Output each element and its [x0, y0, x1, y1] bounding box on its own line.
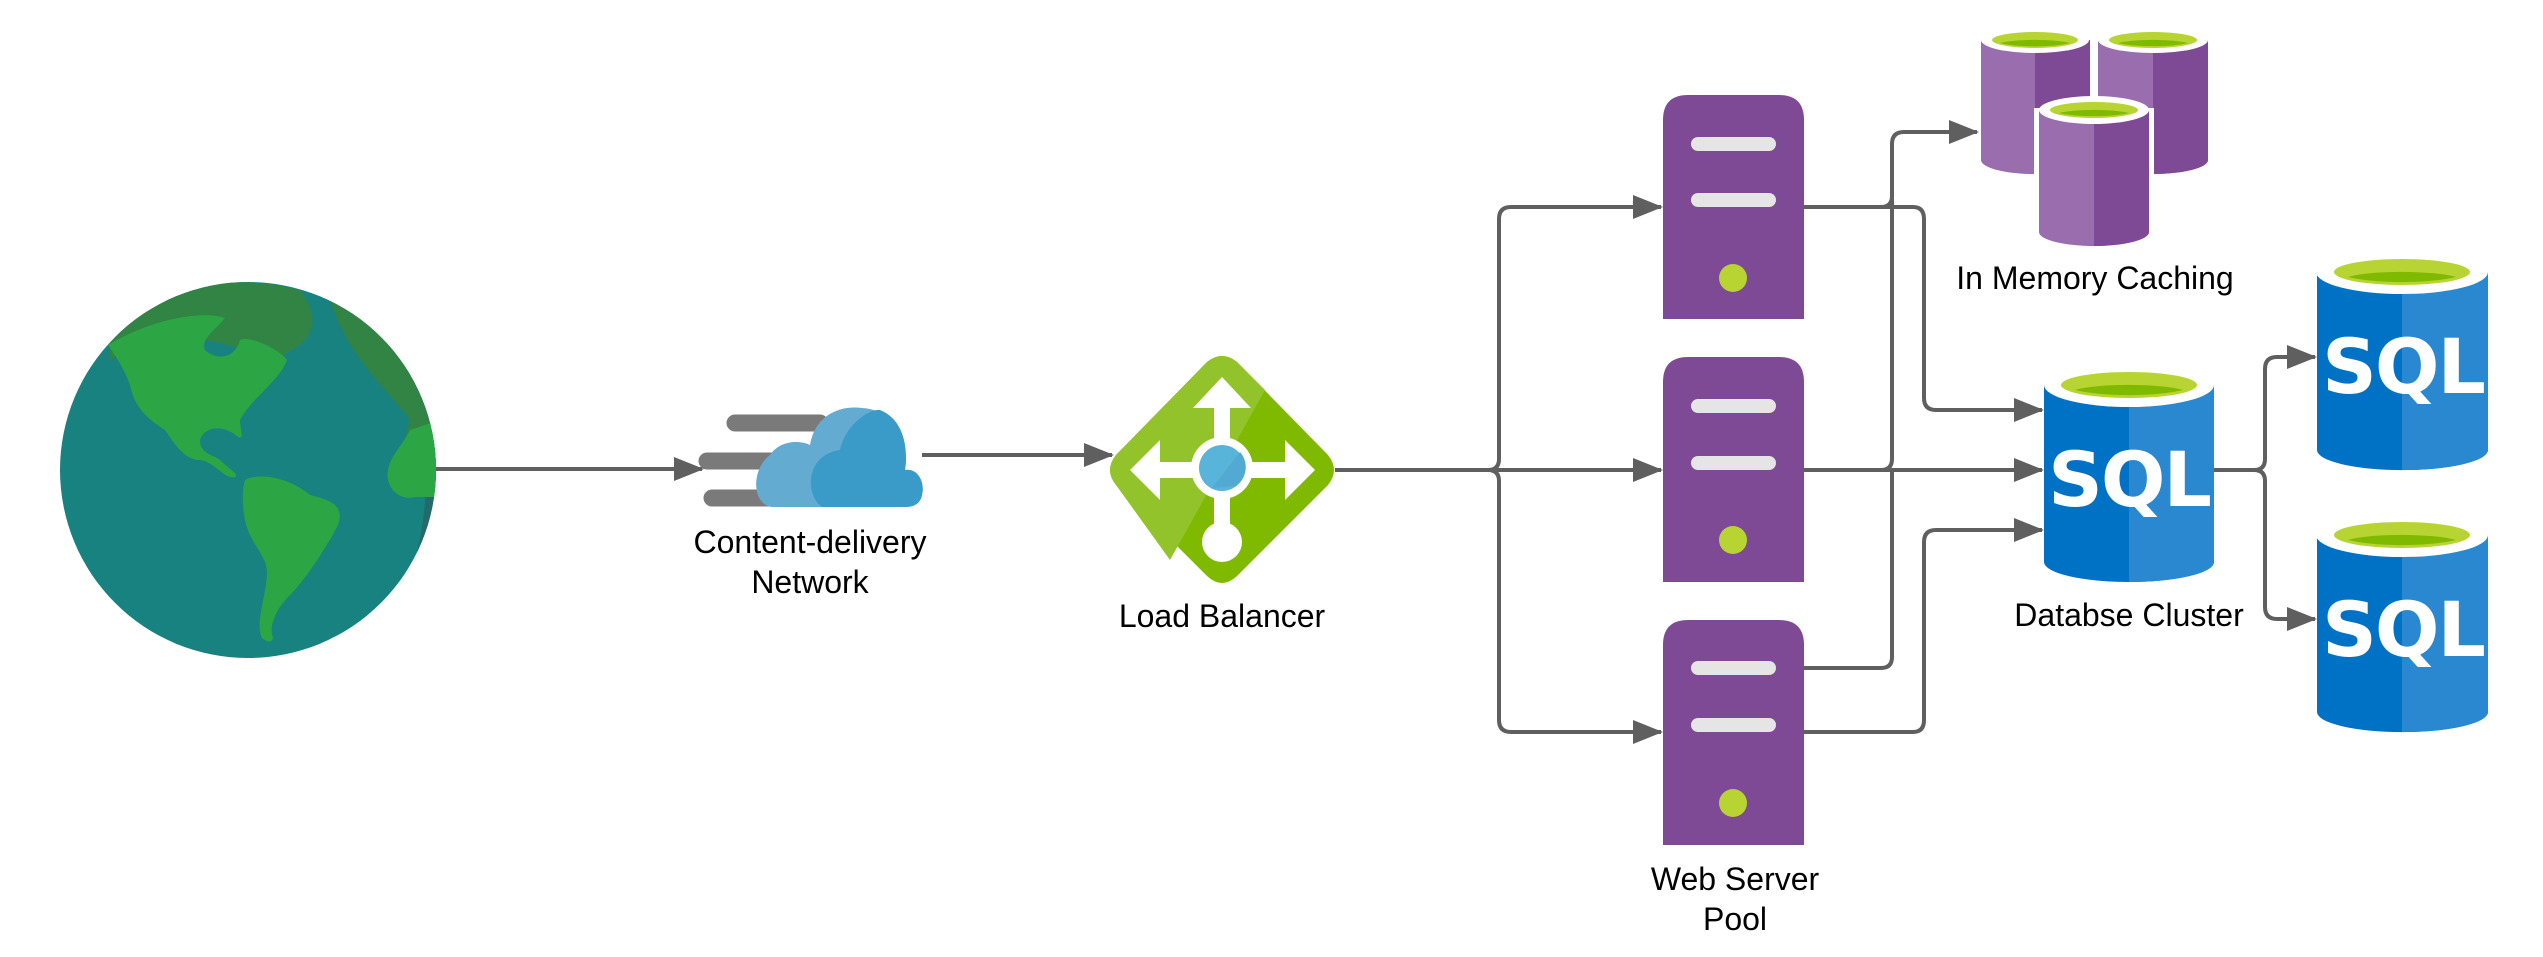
globe-icon: [60, 282, 436, 658]
database-cluster-sql-text: SQL: [2048, 435, 2210, 524]
web-server-pool-label-line2: Pool: [1703, 901, 1767, 937]
edge-server-3-to-db: [1804, 518, 2044, 734]
replica-1-sql-icon: SQL: [2316, 250, 2488, 471]
cache-label: In Memory Caching: [1956, 260, 2233, 296]
web-server-2: [1663, 357, 1804, 582]
database-cluster-label: Databse Cluster: [2014, 597, 2244, 633]
cdn-cloud-icon: [698, 407, 923, 507]
web-server-3: [1663, 620, 1804, 845]
edge-lb-to-server-3: [1487, 468, 1663, 744]
edge-server-3-to-cache: [1804, 470, 1894, 670]
load-balancer-icon: [1110, 356, 1334, 583]
connectors: [435, 120, 2317, 744]
cache-cluster-icon: [1981, 27, 2208, 248]
cdn-label-line1: Content-delivery: [694, 524, 927, 560]
edge-db-to-replica-1: [2214, 345, 2317, 472]
replica-2-sql-icon: SQL: [2316, 513, 2488, 733]
edge-lb-to-server-1: [1487, 195, 1663, 472]
load-balancer-label: Load Balancer: [1119, 598, 1326, 634]
web-server-1: [1663, 95, 1804, 319]
edge-server-1-to-cache: [1804, 120, 1979, 209]
cache-cylinder-c: [2034, 96, 2154, 248]
web-server-pool-label-line1: Web Server: [1651, 861, 1820, 897]
edge-server-2-join-cache: [1880, 196, 1894, 472]
edge-db-to-replica-2: [2253, 468, 2317, 631]
edge-server-1-to-db: [1804, 205, 2044, 422]
database-cluster-icon: SQL: [2044, 363, 2214, 582]
replica-1-sql-text: SQL: [2322, 322, 2484, 411]
replica-2-sql-text: SQL: [2322, 585, 2484, 674]
cdn-label-line2: Network: [751, 564, 869, 600]
